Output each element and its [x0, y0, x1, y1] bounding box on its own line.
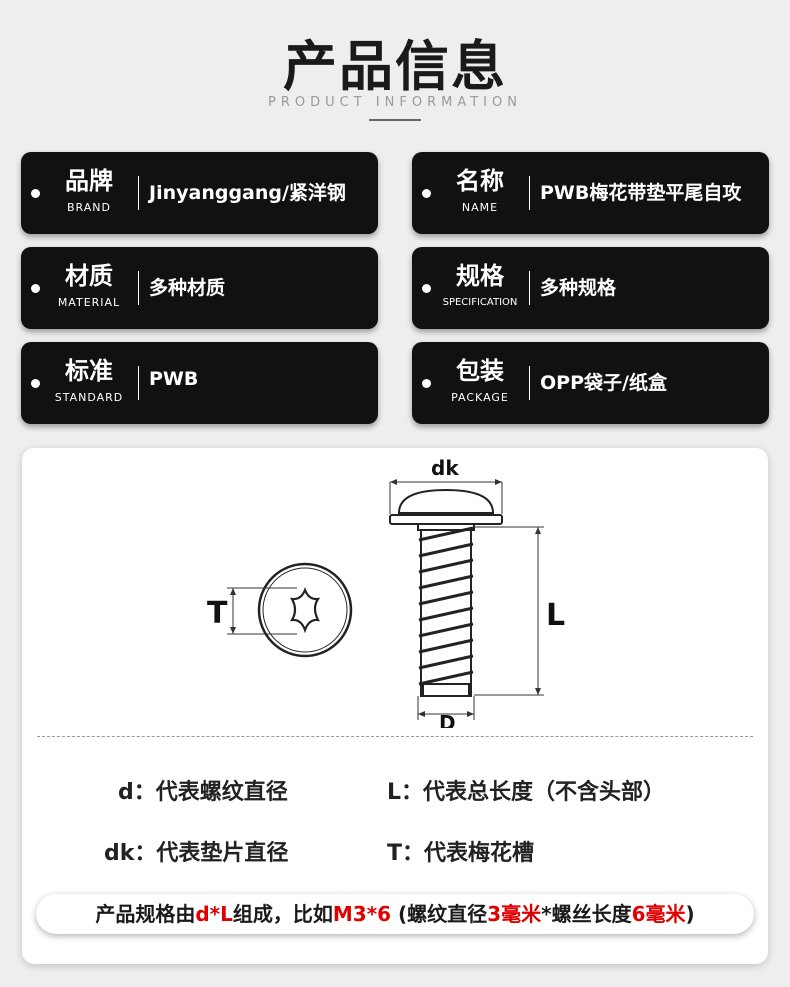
header: 产品信息 PRODUCT INFORMATION	[0, 0, 790, 140]
bullet-dot-icon	[31, 189, 40, 198]
d-dimension: D	[417, 696, 475, 728]
card-divider	[529, 176, 530, 210]
note-highlight: 6毫米	[631, 902, 686, 926]
card-label: 名称 NAME	[434, 166, 526, 216]
divider-dashed	[37, 736, 753, 737]
bullet-dot-icon	[31, 284, 40, 293]
card-label: 标准 STANDARD	[43, 356, 135, 406]
note-text: (螺纹直径	[391, 902, 488, 926]
note-highlight: 3毫米	[487, 902, 542, 926]
card-label-cn: 材质	[65, 262, 113, 290]
note-text: *螺丝长度	[541, 902, 632, 926]
card-label-en: STANDARD	[54, 391, 124, 404]
card-specification: 规格 SPECIFICATION 多种规格	[412, 247, 769, 329]
note-text: 组成，比如	[232, 902, 333, 926]
card-value: 多种材质	[149, 277, 226, 299]
card-label-cn: 标准	[65, 357, 113, 385]
t-label: T	[207, 596, 228, 631]
card-label-en: PACKAGE	[451, 391, 509, 404]
dk-dimension: dk	[389, 456, 503, 514]
definition-dk: dk：代表垫片直径	[104, 841, 289, 866]
card-brand: 品牌 BRAND Jinyanggang/紧洋钢	[21, 152, 378, 234]
screw-side-icon	[389, 488, 503, 697]
card-label: 品牌 BRAND	[43, 166, 135, 216]
card-value: Jinyanggang/紧洋钢	[149, 182, 346, 204]
card-package: 包装 PACKAGE OPP袋子/纸盒	[412, 342, 769, 424]
card-label: 规格 SPECIFICATION	[434, 261, 526, 311]
torx-head-icon	[257, 562, 353, 658]
page-title: 产品信息	[283, 35, 507, 98]
card-material: 材质 MATERIAL 多种材质	[21, 247, 378, 329]
card-label-en: SPECIFICATION	[442, 297, 518, 308]
dk-label: dk	[431, 456, 459, 480]
page-subtitle: PRODUCT INFORMATION	[268, 95, 522, 110]
d-label: D	[439, 711, 456, 728]
card-divider	[529, 271, 530, 305]
bullet-dot-icon	[31, 379, 40, 388]
card-name: 名称 NAME PWB梅花带垫平尾自攻	[412, 152, 769, 234]
card-label: 包装 PACKAGE	[434, 356, 526, 406]
screw-diagram: T dk L	[207, 456, 565, 728]
card-label: 材质 MATERIAL	[43, 261, 135, 311]
l-dimension: L	[474, 526, 565, 696]
card-divider	[138, 366, 139, 400]
card-divider	[138, 176, 139, 210]
bullet-dot-icon	[422, 284, 431, 293]
card-value: PWB	[149, 368, 199, 390]
card-label-cn: 品牌	[65, 167, 113, 195]
title-underline	[369, 119, 421, 121]
card-label-cn: 名称	[456, 167, 504, 195]
card-standard: 标准 STANDARD PWB	[21, 342, 378, 424]
spec-note: 产品规格由d*L组成，比如M3*6 (螺纹直径3毫米*螺丝长度6毫米)	[36, 894, 754, 934]
card-value: OPP袋子/纸盒	[540, 372, 667, 394]
card-label-en: BRAND	[67, 201, 111, 214]
t-dimension: T	[207, 587, 297, 635]
card-divider	[529, 366, 530, 400]
card-value: 多种规格	[540, 277, 617, 299]
note-text: )	[685, 902, 695, 926]
card-label-en: NAME	[461, 201, 499, 214]
dimension-panel: T dk L	[22, 448, 768, 964]
bullet-dot-icon	[422, 379, 431, 388]
note-highlight: d*L	[195, 902, 233, 926]
card-label-en: MATERIAL	[57, 296, 121, 309]
l-label: L	[546, 598, 565, 633]
note-text: 产品规格由	[95, 902, 196, 926]
card-divider	[138, 271, 139, 305]
definition-d: d：代表螺纹直径	[118, 780, 288, 805]
bullet-dot-icon	[422, 189, 431, 198]
definition-t: T：代表梅花槽	[387, 841, 535, 866]
note-highlight: M3*6	[332, 902, 392, 926]
card-label-cn: 包装	[456, 357, 504, 385]
definition-l: L：代表总长度（不含头部）	[387, 780, 666, 805]
card-value: PWB梅花带垫平尾自攻	[540, 182, 742, 204]
card-label-cn: 规格	[456, 262, 504, 290]
